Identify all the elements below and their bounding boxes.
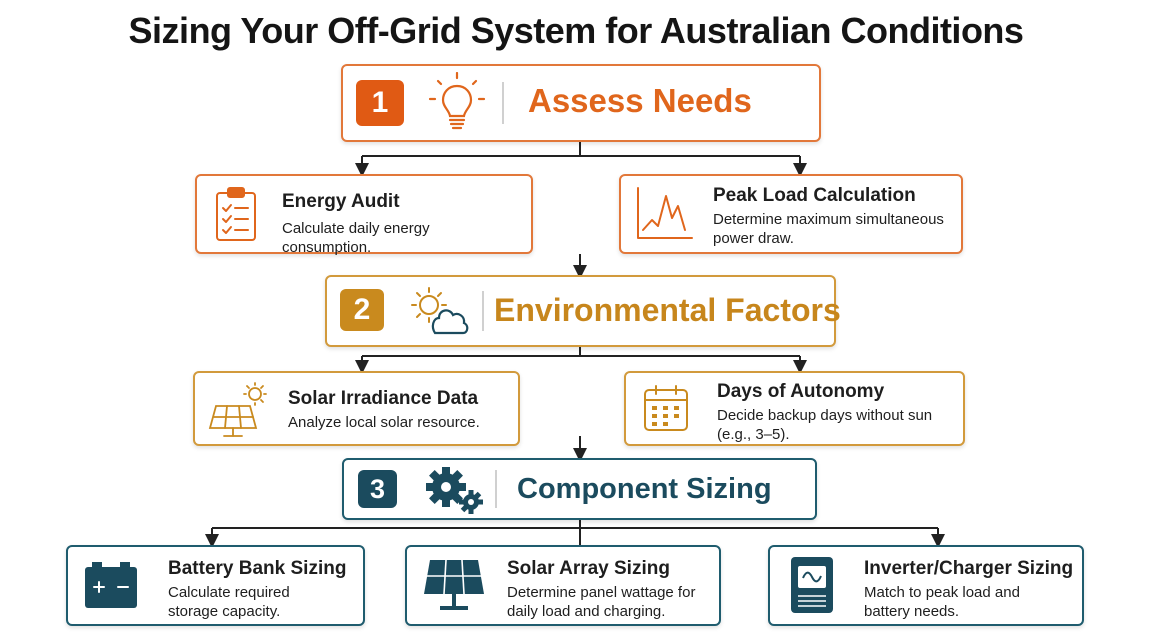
step-1-title: Assess Needs — [528, 82, 752, 119]
card-energy-audit: Energy Audit Calculate daily energy cons… — [195, 174, 533, 256]
card-title: Inverter/Charger Sizing — [864, 558, 1074, 579]
card-inverter-charger-sizing: Inverter/Charger Sizing Match to peak lo… — [768, 545, 1084, 626]
step-1-header: 1 Assess Needs — [341, 64, 821, 142]
step-3-header: 3 Component Sizing — [342, 458, 817, 520]
step-2-number: 2 — [340, 289, 384, 331]
step-2-title: Environmental Factors — [494, 292, 841, 328]
card-solar-irradiance-data: Solar Irradiance Data Analyze local sola… — [193, 371, 520, 446]
card-title: Battery Bank Sizing — [168, 558, 347, 579]
step-1-number: 1 — [356, 80, 404, 126]
step-1-divider — [502, 82, 504, 124]
card-description: Decide backup days without sun (e.g., 3–… — [717, 407, 933, 443]
card-title: Solar Irradiance Data — [288, 388, 479, 409]
peak-chart-icon — [637, 187, 693, 239]
clipboard-checklist-icon — [216, 187, 256, 241]
solar-panel-sun-icon — [208, 382, 267, 437]
step-2-divider — [482, 291, 484, 331]
card-peak-load-calculation: Peak Load Calculation Determine maximum … — [619, 174, 963, 254]
lightbulb-icon — [428, 72, 486, 130]
battery-icon — [85, 562, 137, 608]
card-description: Calculate required storage capacity. — [168, 584, 290, 620]
page-title: Sizing Your Off-Grid System for Australi… — [128, 10, 1024, 51]
step-2-header: 2 Environmental Factors — [325, 275, 841, 347]
card-description: Calculate daily energy consumption. — [282, 220, 430, 256]
card-title: Peak Load Calculation — [713, 185, 916, 206]
card-title: Days of Autonomy — [717, 381, 885, 402]
gears-icon — [426, 467, 483, 514]
card-days-of-autonomy: Days of Autonomy Decide backup days with… — [624, 371, 965, 446]
card-description: Analyze local solar resource. — [288, 414, 480, 431]
step-3-number: 3 — [358, 470, 397, 508]
card-battery-bank-sizing: Battery Bank Sizing Calculate required s… — [66, 545, 365, 626]
card-solar-array-sizing: Solar Array Sizing Determine panel watta… — [405, 545, 721, 626]
inverter-icon — [791, 557, 833, 613]
calendar-icon — [644, 385, 688, 431]
card-description: Match to peak load and battery needs. — [864, 584, 1020, 620]
card-title: Energy Audit — [282, 191, 400, 212]
card-description: Determine maximum simultaneous power dra… — [713, 211, 944, 247]
solar-panel-icon — [424, 559, 484, 610]
card-title: Solar Array Sizing — [507, 558, 670, 579]
step-3-title: Component Sizing — [517, 473, 772, 505]
step-3-divider — [495, 470, 497, 508]
sun-cloud-icon — [411, 287, 469, 335]
card-description: Determine panel wattage for daily load a… — [507, 584, 696, 620]
